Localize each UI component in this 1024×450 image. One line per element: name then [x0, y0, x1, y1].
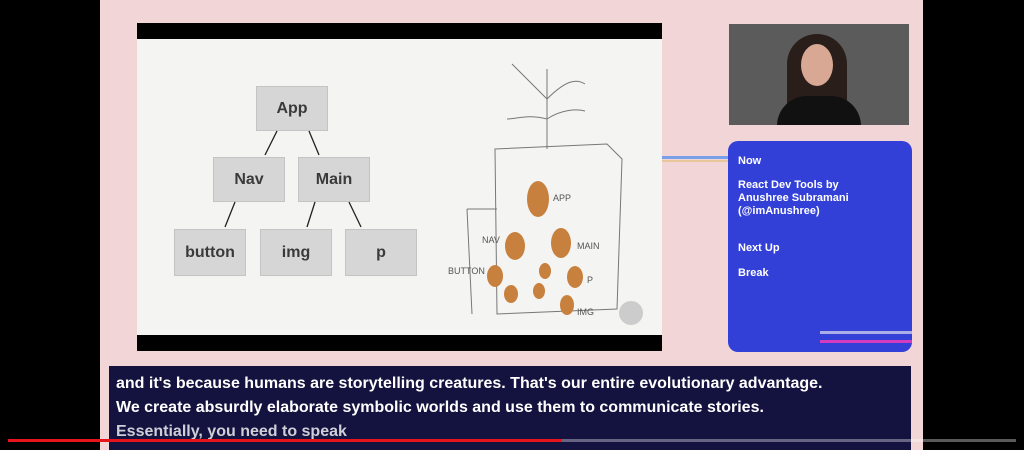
now-label: Now — [738, 155, 762, 167]
progress-fill — [8, 439, 563, 442]
logo-icon — [619, 301, 643, 325]
tree-node-app: App — [256, 86, 328, 131]
svg-text:APP: APP — [553, 193, 571, 203]
caption-line: We create absurdly elaborate symbolic wo… — [116, 399, 764, 416]
tree-node-img: img — [260, 229, 332, 276]
schedule-card: Now React Dev Tools by Anushree Subraman… — [728, 141, 912, 352]
next-up-title: Break — [738, 267, 769, 279]
speaker-webcam — [729, 24, 909, 125]
tree-node-button: button — [174, 229, 246, 276]
svg-text:NAV: NAV — [482, 235, 500, 245]
now-title: React Dev Tools by Anushree Subramani (@… — [738, 179, 849, 217]
tree-node-p: p — [345, 229, 417, 276]
svg-text:BUTTON: BUTTON — [448, 266, 485, 276]
tree-node-main: Main — [298, 157, 370, 202]
caption-line: and it's because humans are storytelling… — [116, 375, 823, 392]
tree-arrows: APP NAV MAIN BUTTON P IMG — [224, 63, 643, 325]
closed-captions: and it's because humans are storytelling… — [109, 366, 911, 450]
caption-line: Essentially, you need to speak — [116, 423, 347, 440]
progress-bar[interactable] — [8, 439, 1016, 442]
svg-text:P: P — [587, 275, 593, 285]
svg-text:IMG: IMG — [577, 307, 594, 317]
presentation-slide: App Nav Main button img p APP NAV MAIN B… — [137, 23, 662, 351]
next-up-label: Next Up — [738, 242, 780, 254]
svg-text:MAIN: MAIN — [577, 241, 600, 251]
tree-node-nav: Nav — [213, 157, 285, 202]
